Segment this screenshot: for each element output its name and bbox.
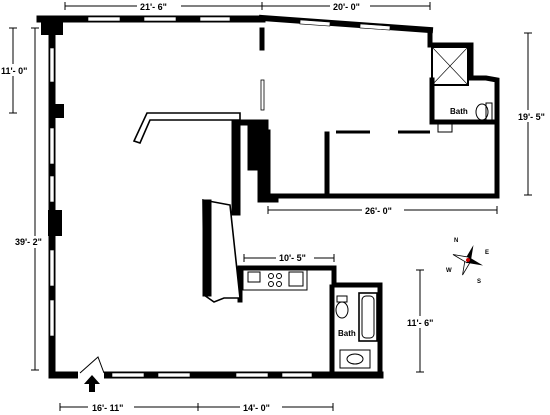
dimension-bottom-left: 16'- 11" xyxy=(92,403,123,413)
room-label-bath-upper: Bath xyxy=(450,107,468,116)
dimension-kitchen-width: 10'- 5" xyxy=(279,253,306,263)
dimension-left-upper: 11'- 0" xyxy=(1,66,27,76)
compass-north: N xyxy=(454,238,458,244)
top-windows xyxy=(87,16,391,31)
wall-column xyxy=(54,104,64,118)
dimension-bottom-right: 14'- 0" xyxy=(243,403,270,413)
kitchen-counter xyxy=(242,269,308,291)
dimension-left-total: 39'- 2" xyxy=(15,237,42,247)
compass-south: S xyxy=(477,279,481,285)
compass-east: E xyxy=(485,250,489,256)
dimension-right-wing-width: 26'- 0" xyxy=(365,206,392,216)
dimension-lines xyxy=(9,2,532,411)
entry-arrow-icon xyxy=(84,375,100,392)
dimension-top-right: 20'- 0" xyxy=(333,2,360,12)
lower-bath xyxy=(335,292,378,369)
compass-west: W xyxy=(446,268,452,274)
upper-bath xyxy=(431,46,493,133)
wall-corner-block xyxy=(41,17,63,35)
left-windows xyxy=(49,47,55,337)
dimension-right-upper: 19'- 5" xyxy=(518,112,545,122)
interior-walls xyxy=(132,27,498,376)
dimension-top-left: 21'- 6" xyxy=(140,2,167,12)
entry-door xyxy=(78,356,105,379)
compass-rose-icon xyxy=(452,244,484,276)
room-label-bath-lower: Bath xyxy=(338,329,356,338)
wall-column xyxy=(48,210,62,236)
bottom-windows xyxy=(111,372,313,378)
dimension-right-lower: 11'- 6" xyxy=(407,318,433,328)
